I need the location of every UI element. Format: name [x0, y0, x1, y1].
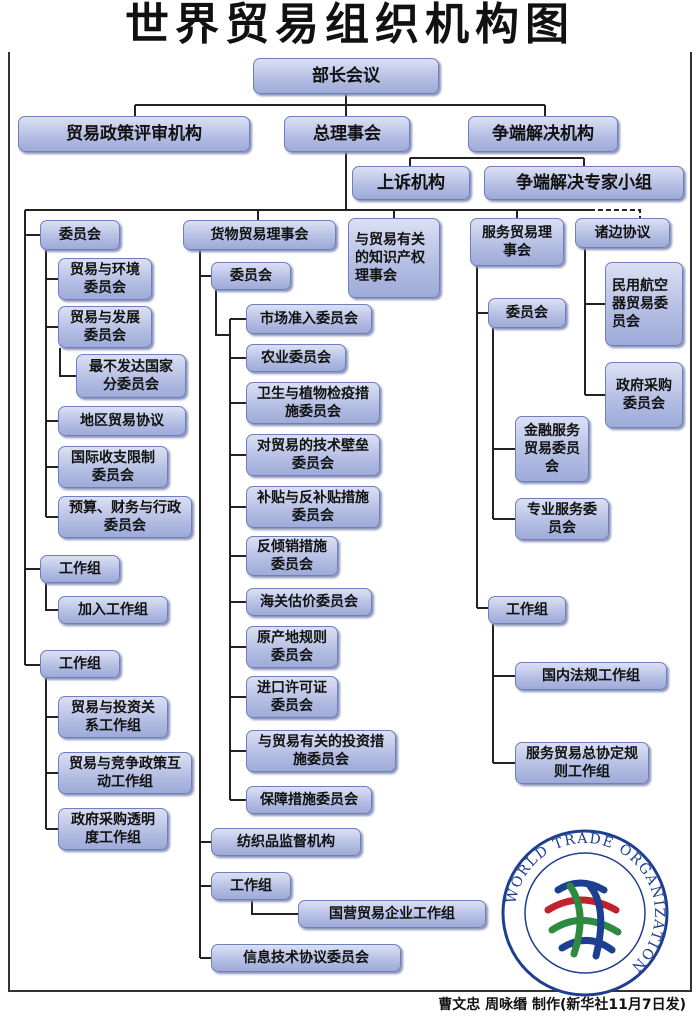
trade-policy-review-body[interactable]: 贸易政策评审机构 [18, 116, 250, 152]
wto-logo: WORLD TRADE ORGANIZATION [501, 829, 669, 997]
committee-tbt[interactable]: 对贸易的技术壁垒委员会 [246, 434, 380, 476]
regional-trade-agreements[interactable]: 地区贸易协议 [58, 406, 186, 436]
ministerial-conference[interactable]: 部长会议 [253, 58, 439, 94]
subcommittee-ldc[interactable]: 最不发达国家分委员会 [76, 354, 186, 398]
dispute-panels[interactable]: 争端解决专家小组 [484, 166, 684, 200]
committee-import-licensing[interactable]: 进口许可证委员会 [246, 676, 338, 718]
outer-frame [8, 52, 692, 992]
committee-gov-procurement[interactable]: 政府采购委员会 [605, 362, 683, 428]
wg-trade-investment[interactable]: 贸易与投资关系工作组 [58, 696, 168, 738]
appellate-body[interactable]: 上诉机构 [352, 166, 470, 200]
goods-working-groups[interactable]: 工作组 [211, 872, 291, 900]
committee-safeguards[interactable]: 保障措施委员会 [246, 786, 372, 814]
wg-domestic-regulation[interactable]: 国内法规工作组 [515, 662, 667, 690]
wg-gats-rules[interactable]: 服务贸易总协定规则工作组 [515, 742, 649, 784]
council-trade-goods[interactable]: 货物贸易理事会 [183, 220, 336, 250]
committee-subsidies[interactable]: 补贴与反补贴措施委员会 [246, 486, 380, 528]
dispute-settlement-body[interactable]: 争端解决机构 [468, 116, 618, 152]
working-groups-1[interactable]: 工作组 [40, 555, 120, 583]
committee-customs-valuation[interactable]: 海关估价委员会 [246, 588, 372, 616]
chart-title: 世界贸易组织机构图 [125, 0, 575, 50]
committee-trade-development[interactable]: 贸易与发展委员会 [58, 306, 152, 348]
council-trips[interactable]: 与贸易有关的知识产权理事会 [348, 218, 440, 298]
committee-anti-dumping[interactable]: 反倾销措施委员会 [246, 536, 338, 576]
committee-financial-services[interactable]: 金融服务贸易委员会 [515, 416, 589, 482]
services-working-groups[interactable]: 工作组 [488, 596, 566, 624]
committee-ita[interactable]: 信息技术协议委员会 [211, 944, 401, 972]
working-groups-2[interactable]: 工作组 [40, 650, 120, 678]
services-committees[interactable]: 委员会 [488, 298, 566, 328]
committee-rules-of-origin[interactable]: 原产地规则委员会 [246, 626, 338, 668]
textiles-monitoring-body[interactable]: 纺织品监督机构 [211, 828, 361, 856]
plurilateral-agreements[interactable]: 诸边协议 [575, 218, 670, 248]
accession-working-group[interactable]: 加入工作组 [58, 596, 168, 624]
wg-trade-competition[interactable]: 贸易与竞争政策互动工作组 [58, 752, 192, 794]
committees-left[interactable]: 委员会 [40, 220, 120, 250]
wg-procurement-transparency[interactable]: 政府采购透明度工作组 [58, 808, 168, 850]
committee-sps[interactable]: 卫生与植物检疫措施委员会 [246, 382, 380, 424]
committee-trims[interactable]: 与贸易有关的投资措施委员会 [246, 730, 396, 772]
committee-balance-of-payments[interactable]: 国际收支限制委员会 [58, 446, 168, 488]
committee-budget-finance[interactable]: 预算、财务与行政委员会 [58, 496, 192, 538]
committee-trade-environment[interactable]: 贸易与环境委员会 [58, 258, 152, 300]
committee-agriculture[interactable]: 农业委员会 [246, 344, 346, 372]
committee-market-access[interactable]: 市场准入委员会 [246, 304, 372, 334]
council-trade-services[interactable]: 服务贸易理事会 [470, 218, 564, 266]
committee-civil-aircraft[interactable]: 民用航空器贸易委员会 [605, 262, 683, 346]
general-council[interactable]: 总理事会 [284, 116, 410, 152]
committee-professional-services[interactable]: 专业服务委员会 [515, 498, 609, 540]
goods-committees[interactable]: 委员会 [211, 262, 291, 290]
wg-state-trading[interactable]: 国营贸易企业工作组 [298, 900, 486, 928]
credit-line: 曹文忠 周咏缗 制作(新华社11月7日发) [438, 997, 686, 1013]
